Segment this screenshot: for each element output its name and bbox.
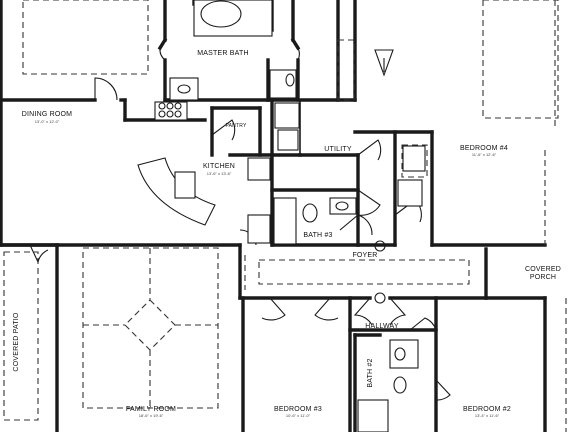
dims-bedroom-2: 13'-4" x 11'-6" — [475, 413, 500, 418]
label-utility: UTILITY — [324, 146, 352, 153]
room-labels: MASTER BATH DINING ROOM 13'-0" x 12'-0" … — [13, 50, 561, 418]
label-master-bath: MASTER BATH — [197, 50, 248, 57]
label-covered-porch-line1: COVERED — [525, 266, 561, 273]
dims-dining-room: 13'-0" x 12'-0" — [35, 119, 60, 124]
label-bedroom-3: BEDROOM #3 — [274, 406, 322, 413]
label-bath-2: BATH #2 — [367, 358, 374, 387]
label-bath-3: BATH #3 — [303, 232, 332, 239]
dims-family-room: 18'-6" x 19'-6" — [139, 413, 164, 418]
label-kitchen: KITCHEN — [203, 163, 235, 170]
dims-bedroom-4: 11'-6" x 12'-6" — [472, 152, 497, 157]
dims-bedroom-3: 10'-6" x 11'-0" — [286, 413, 311, 418]
label-bedroom-2: BEDROOM #2 — [463, 406, 511, 413]
label-covered-porch-line2: PORCH — [530, 274, 556, 281]
fixtures — [137, 0, 426, 432]
label-foyer: FOYER — [352, 252, 377, 259]
label-hallway: HALLWAY — [365, 323, 399, 330]
label-bedroom-4: BEDROOM #4 — [460, 145, 508, 152]
label-pantry: PANTRY — [225, 123, 246, 129]
label-family-room: FAMILY ROOM — [126, 406, 176, 413]
dims-kitchen: 13'-6" x 13'-6" — [207, 171, 232, 176]
door-swings — [29, 47, 451, 401]
label-covered-patio: COVERED PATIO — [13, 312, 20, 371]
ceiling-lines — [3, 0, 567, 432]
label-dining-room: DINING ROOM — [22, 111, 72, 118]
